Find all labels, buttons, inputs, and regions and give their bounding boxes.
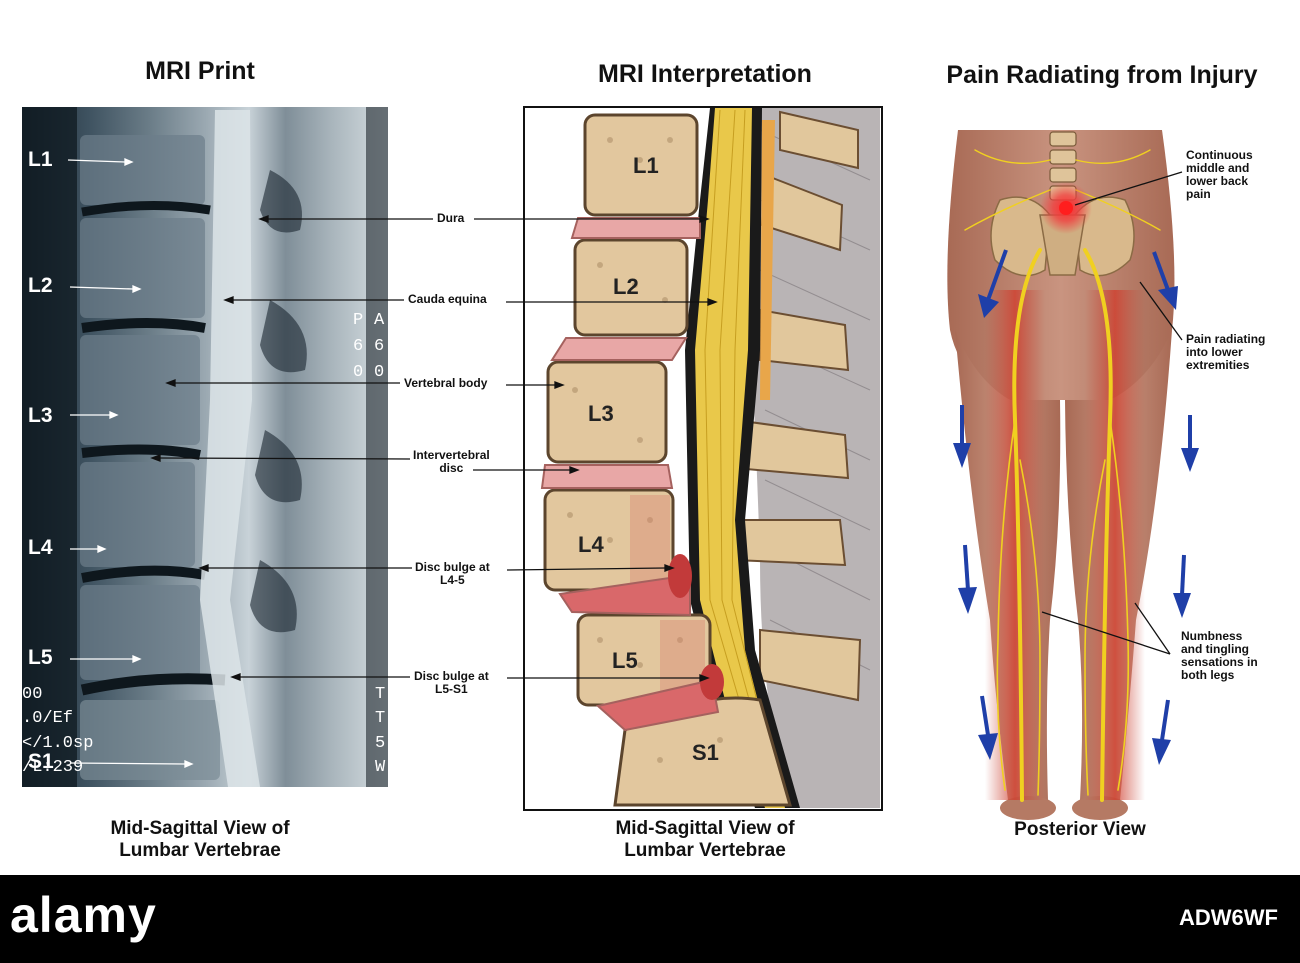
mri-print-caption-line2: Lumbar Vertebrae: [119, 840, 281, 861]
label-back-pain-line2: middle and: [1186, 161, 1250, 175]
mri-scanner-text-a: A: [374, 311, 385, 330]
callout-dura: Dura: [437, 211, 465, 225]
mri-scanner-text-bl2: .0/Ef: [22, 709, 74, 728]
footer-bar: [0, 875, 1300, 963]
mri-scanner-text-p: P: [353, 311, 364, 330]
label-radiating-line2: into lower: [1186, 345, 1243, 359]
mri-scanner-text-br1: T: [375, 685, 386, 704]
label-back-pain-line4: pain: [1186, 187, 1211, 201]
callout-lines: [150, 215, 718, 682]
label-radiating-line1: Pain radiating: [1186, 332, 1266, 346]
interpretation-illustration: [523, 106, 883, 811]
label-radiating: Pain radiating into lower extremities: [1186, 333, 1265, 372]
interp-level-l3: L3: [588, 401, 614, 426]
label-back-pain-line3: lower back: [1186, 174, 1249, 188]
label-numbness-line4: both legs: [1181, 668, 1235, 682]
interpretation-caption-line2: Lumbar Vertebrae: [624, 840, 786, 861]
mri-scanner-text-6b: 6: [374, 337, 385, 356]
interpretation-caption: Mid-Sagittal View of Lumbar Vertebrae: [575, 818, 835, 862]
mri-print-caption-line1: Mid-Sagittal View of: [110, 818, 290, 839]
mri-level-l2: L2: [28, 274, 53, 297]
label-back-pain-line1: Continuous: [1186, 148, 1253, 162]
interp-level-l5: L5: [612, 648, 638, 673]
mri-level-s1: S1: [28, 750, 54, 773]
posterior-body-illustration: [947, 130, 1175, 820]
interp-level-l1: L1: [633, 153, 659, 178]
mri-interpretation-title: MRI Interpretation: [598, 60, 812, 88]
interpretation-caption-line1: Mid-Sagittal View of: [615, 818, 795, 839]
callout-cauda-equina: Cauda equina: [408, 292, 487, 306]
mri-print-image: [22, 107, 388, 787]
pain-radiating-title: Pain Radiating from Injury: [946, 61, 1258, 89]
mri-scanner-text-br2: T: [375, 709, 386, 728]
label-numbness-line1: Numbness: [1181, 629, 1243, 643]
image-id: ADW6WF: [1179, 905, 1278, 930]
mri-level-l4: L4: [28, 536, 53, 559]
mri-level-l1: L1: [28, 148, 53, 171]
mri-level-l5: L5: [28, 646, 53, 669]
interp-level-l2: L2: [613, 274, 639, 299]
callout-disc-bulge-l45-line1: Disc bulge at: [415, 560, 490, 574]
label-back-pain: Continuous middle and lower back pain: [1186, 149, 1253, 201]
mri-print-title: MRI Print: [145, 57, 255, 85]
watermark-logo: alamy: [10, 887, 157, 943]
mri-scanner-text-br3: 5: [375, 734, 386, 753]
mri-scanner-text-0: 0: [353, 363, 364, 382]
callout-disc-bulge-l45-line2: L4-5: [440, 573, 465, 587]
label-numbness: Numbness and tingling sensations in both…: [1181, 630, 1258, 682]
pain-callout-lines: [1041, 171, 1183, 655]
mri-level-l3: L3: [28, 404, 53, 427]
mri-print-caption: Mid-Sagittal View of Lumbar Vertebrae: [70, 818, 330, 862]
mri-scanner-text-bl1: 00: [22, 685, 43, 704]
mri-scanner-text-bl4: /L:239: [22, 758, 84, 777]
callout-disc-bulge-l5s1-line1: Disc bulge at: [414, 669, 489, 683]
mri-level-arrows: [67, 158, 194, 768]
interp-level-s1: S1: [692, 740, 719, 765]
mri-scanner-text-0b: 0: [374, 363, 385, 382]
posterior-view-caption: Posterior View: [1014, 819, 1146, 840]
callout-intervertebral-line2: disc: [439, 461, 464, 475]
mri-scanner-text-6: 6: [353, 337, 364, 356]
label-radiating-line3: extremities: [1186, 358, 1250, 372]
mri-scanner-text-bl3: </1.0sp: [22, 734, 94, 753]
callout-intervertebral-line1: Intervertebral: [413, 448, 490, 462]
callout-disc-bulge-l5s1: Disc bulge at L5-S1: [414, 670, 489, 696]
callout-disc-bulge-l5s1-line2: L5-S1: [435, 682, 468, 696]
callout-intervertebral-disc: Intervertebral disc: [413, 449, 490, 475]
label-numbness-line2: and tingling: [1181, 642, 1249, 656]
label-numbness-line3: sensations in: [1181, 655, 1258, 669]
blue-radiating-arrows: [953, 249, 1199, 765]
callout-vertebral-body: Vertebral body: [404, 376, 488, 390]
callout-disc-bulge-l45: Disc bulge at L4-5: [415, 561, 490, 587]
mri-scanner-text-br4: W: [375, 758, 386, 777]
interp-level-l4: L4: [578, 532, 604, 557]
